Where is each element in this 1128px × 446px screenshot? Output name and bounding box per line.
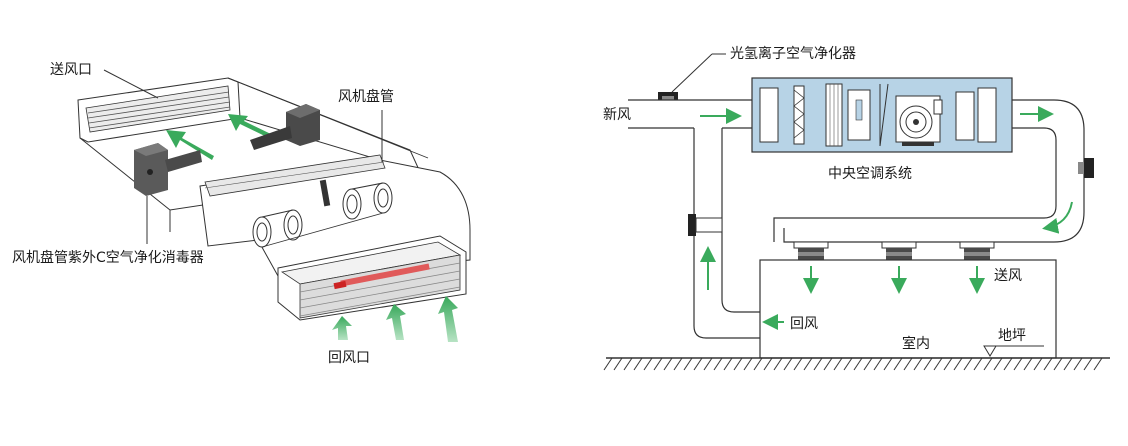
uvc-purifier-unit-2 [250,104,320,150]
ground-hatch-mark [603,357,613,371]
ground-hatch-mark [823,357,833,371]
return-air-label: 回风 [790,316,818,332]
supply-air-label: 送风 [994,268,1022,284]
ground-hatch-mark [863,357,873,371]
ground-hatch-mark [673,357,683,371]
ground-hatch-mark [1093,357,1103,371]
ground-hatch-mark [1083,357,1093,371]
ground-hatch-mark [983,357,993,371]
ground-hatch-mark [643,357,653,371]
ground-hatch-mark [1013,357,1023,371]
ground-hatch-mark [1053,357,1063,371]
duct-airflow-arrows [166,114,275,160]
ground-hatch-mark [1073,357,1083,371]
ground-hatch-mark [713,357,723,371]
fan-coil-label: 风机盘管 [338,88,394,105]
uvc-purifier-unit [134,143,202,196]
ground-hatch-mark [653,357,663,371]
ground-hatch-mark [1033,357,1043,371]
ground-hatch-mark [923,357,933,371]
supply-grille [77,77,241,143]
ground-hatch-mark [613,357,623,371]
fresh-air-label: 新风 [603,107,631,123]
ground-hatch-mark [1063,357,1073,371]
ground-hatch-mark [963,357,973,371]
ground-hatch-mark [853,357,863,371]
ground-hatch-mark [903,357,913,371]
floor-label: 地坪 [998,328,1026,344]
ground-hatch-mark [753,357,763,371]
ground-hatch-mark [733,357,743,371]
fresh-air-duct [628,99,760,339]
return-duct-purifier [688,214,723,236]
central-ac-label: 中央空调系统 [828,166,912,182]
ground-hatch-mark [803,357,813,371]
photo-hydro-ion-label: 光氢离子空气净化器 [730,45,856,62]
photo-hydro-ion-purifier [658,92,678,100]
indoor-label: 室内 [902,335,930,352]
supply-duct [773,99,1085,243]
supply-diffuser [959,241,995,260]
supply-diffusers [793,241,995,260]
central-ac-diagram: 光氢离子空气净化器 新风 回风 [603,45,1110,371]
supply-diffuser [793,241,829,260]
ground-hatch-mark [793,357,803,371]
ground-hatch-mark [683,357,693,371]
ground-hatch-mark [893,357,903,371]
ground-hatch-mark [1043,357,1053,371]
fan-coil-diagram: 送风口 风机盘管 风机盘管紫外C空气净化消毒器 回风口 [12,62,471,366]
supply-outlet-label: 送风口 [50,62,92,78]
ground-hatch-mark [703,357,713,371]
ground-hatch-mark [883,357,893,371]
ground-hatch-mark [723,357,733,371]
supply-duct-purifier [1078,158,1094,178]
ground-hatch-mark [953,357,963,371]
ground-hatch-mark [773,357,783,371]
ground-hatch-mark [843,357,853,371]
ground-hatch-mark [873,357,883,371]
floor-level-marker [983,345,1044,357]
ground-line [603,357,1110,371]
ground-hatch-mark [973,357,983,371]
ground-hatch-mark [633,357,643,371]
ground-hatch-mark [993,357,1003,371]
ground-hatch-mark [943,357,953,371]
return-inlet-label: 回风口 [328,350,370,366]
supply-outlet-leader [103,69,159,99]
ground-hatch-mark [693,357,703,371]
purifier-leader [671,53,713,93]
ground-hatch-mark [763,357,773,371]
ground-hatch-mark [933,357,943,371]
return-airflow-arrows [332,296,458,342]
uvc-purifier-label: 风机盘管紫外C空气净化消毒器 [12,249,204,266]
ground-hatch-mark [743,357,753,371]
central-ac-unit [751,77,1013,153]
blower-fan [895,95,943,146]
ground-hatch-mark [833,357,843,371]
ground-hatch-mark [623,357,633,371]
ground-hatch-mark [1003,357,1013,371]
ground-hatch-mark [783,357,793,371]
supply-diffuser [881,241,917,260]
ground-hatch-mark [1023,357,1033,371]
ground-hatch-mark [813,357,823,371]
ground-hatch-mark [663,357,673,371]
fan-wheel [252,182,393,248]
supply-airflow-arrows [803,266,985,294]
return-grille-box [277,235,467,321]
ground-hatch-mark [913,357,923,371]
